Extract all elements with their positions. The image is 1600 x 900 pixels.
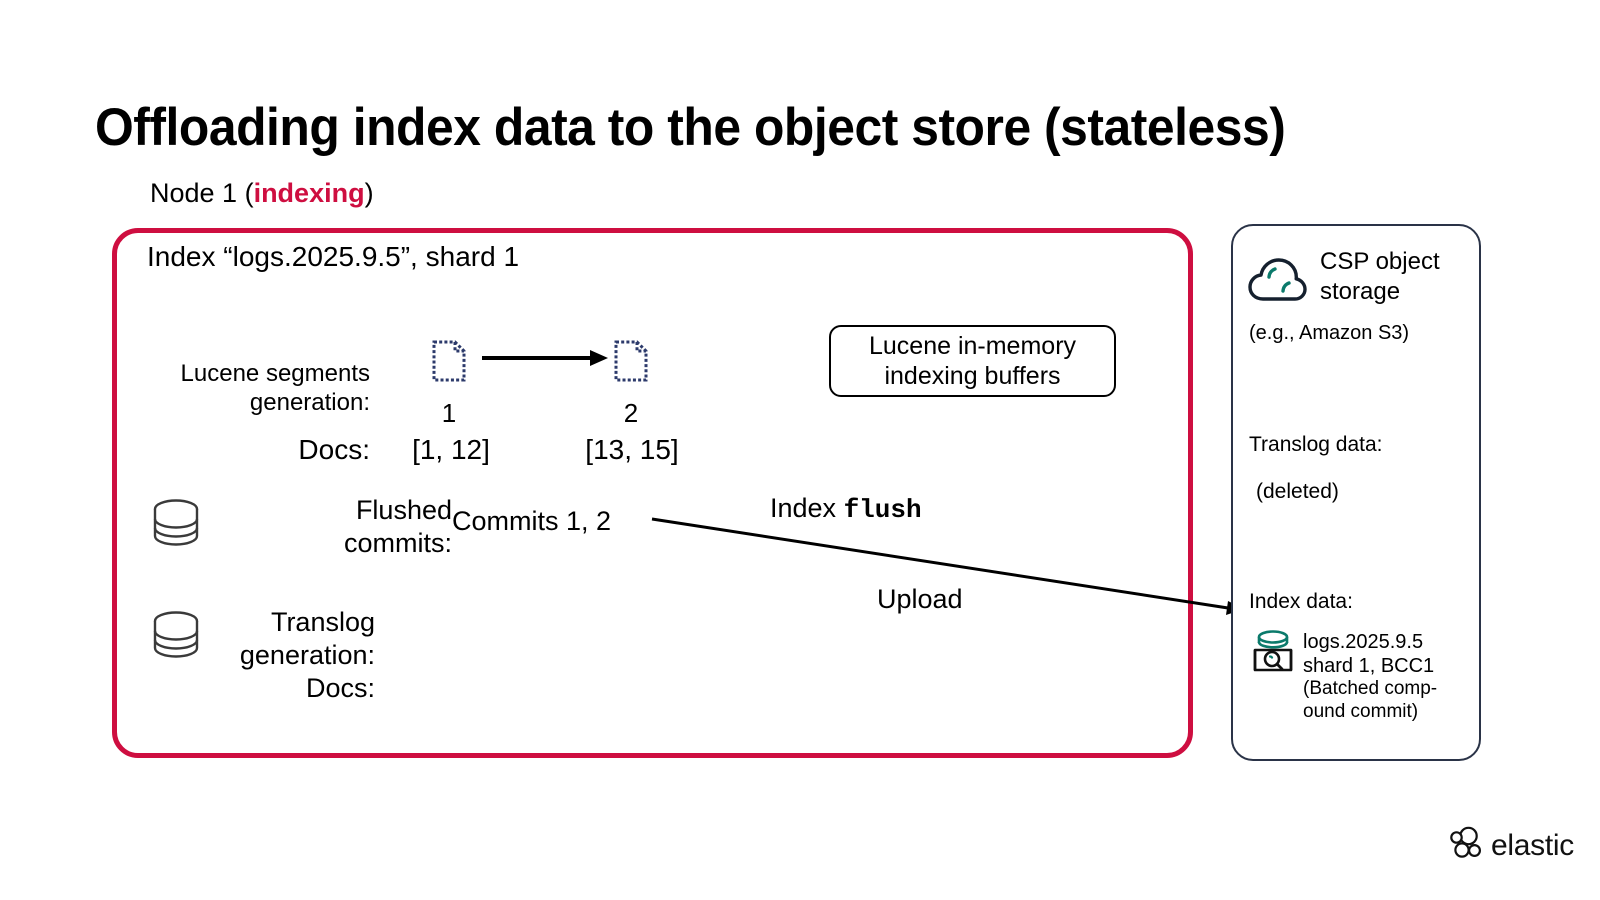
index-flush-prefix: Index [770,493,844,523]
index-title: Index “logs.2025.9.5”, shard 1 [147,241,520,272]
page-title: Offloading index data to the object stor… [95,98,1286,157]
document-icon [432,340,466,382]
translog-generation-label-line2: generation: [239,639,375,670]
csp-object-storage-panel [1231,224,1481,761]
lucene-segments-label-line1: Lucene segments [180,360,370,387]
segment-generation-value: 1 [441,398,457,428]
upload-label: Upload [877,584,963,614]
database-cylinder-icon [152,610,200,662]
translog-generation-label-line3: Docs: [305,672,375,703]
database-cylinder-icon [152,498,200,550]
index-data-line2: shard 1, BCC1 [1303,654,1435,677]
lucene-buffers-box: Lucene in-memory indexing buffers [829,325,1116,397]
document-icon [614,340,648,382]
flushed-commits-label: Flushed commits: [212,494,452,560]
segment-docs-label: Docs: [298,434,370,465]
index-data-entry: logs.2025.9.5 shard 1, BCC1 (Batched com… [1303,631,1483,723]
translog-data-label: Translog data: [1249,433,1383,456]
lucene-buffers-line1: Lucene in-memory [868,332,1077,360]
csp-title: CSP object storage [1320,247,1480,307]
node-label: Node 1 (indexing) [150,180,374,207]
index-data-line1: logs.2025.9.5 [1303,631,1424,653]
flushed-commits-label-line1: Flushed [355,495,452,525]
elastic-logo: elastic [1448,826,1574,865]
lucene-segments-label-line2: generation: [249,388,370,416]
node-container-box [112,228,1193,758]
translog-data-value: (deleted) [1256,480,1339,503]
translog-generation-label-line1: Translog [270,607,375,637]
segment-docs-value: [13, 15] [585,434,679,465]
segment-generation-value: 2 [623,398,639,428]
csp-subtitle: (e.g., Amazon S3) [1249,322,1410,344]
csp-title-line1: CSP object [1320,248,1440,275]
index-data-line4: ound commit) [1303,700,1419,722]
index-data-line3: (Batched comp- [1303,678,1438,700]
node-label-prefix: Node 1 ( [150,178,254,208]
indexed-search-icon [1251,628,1295,674]
lucene-buffers-line2: indexing buffers [884,362,1061,390]
node-label-suffix: ) [364,178,374,208]
index-flush-label: Index flush [770,493,922,525]
node-label-accent: indexing [253,178,365,208]
lucene-segments-label: Lucene segments generation: [60,360,370,418]
elastic-logo-icon [1448,826,1484,865]
flushed-commits-value: Commits 1, 2 [452,506,612,536]
cloud-icon [1247,255,1309,303]
segment-transition-arrow-icon [480,348,610,368]
flushed-commits-label-line2: commits: [344,527,452,558]
index-flush-mono: flush [843,495,922,525]
elastic-logo-word: elastic [1491,828,1574,862]
segment-docs-value: [1, 12] [412,434,490,465]
csp-title-line2: storage [1320,278,1401,305]
translog-generation-label: Translog generation: Docs: [135,606,375,705]
index-data-label: Index data: [1249,590,1353,613]
